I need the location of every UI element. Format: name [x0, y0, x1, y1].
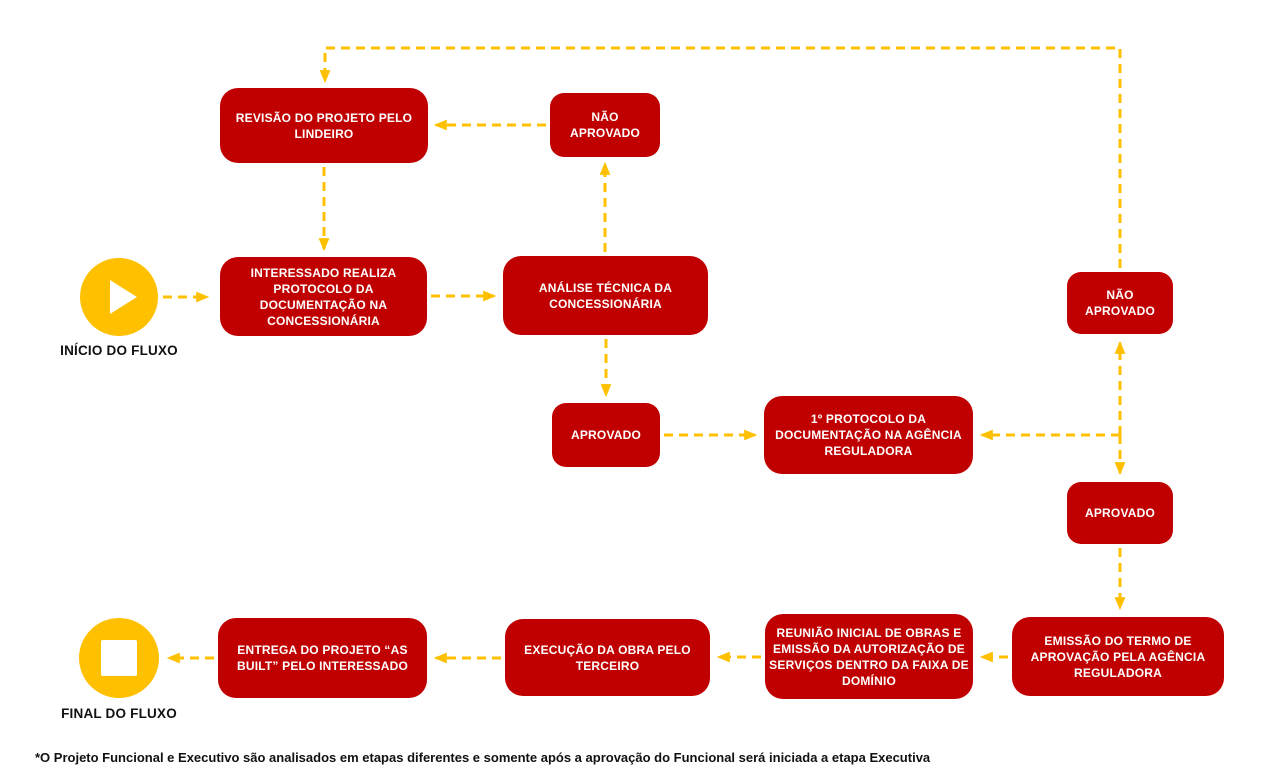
start-terminal [80, 258, 158, 336]
node-nao-aprovado-concessionaria: NÃO APROVADO [550, 93, 660, 157]
start-label: INÍCIO DO FLUXO [60, 343, 178, 358]
node-revisao-projeto-lindeiro: REVISÃO DO PROJETO PELO LINDEIRO [220, 88, 428, 163]
end-label: FINAL DO FLUXO [61, 706, 177, 721]
node-emissao-termo: EMISSÃO DO TERMO DE APROVAÇÃO PELA AGÊNC… [1012, 617, 1224, 696]
node-reuniao-inicial: REUNIÃO INICIAL DE OBRAS E EMISSÃO DA AU… [765, 614, 973, 699]
node-primeiro-protocolo-agencia: 1º PROTOCOLO DA DOCUMENTAÇÃO NA AGÊNCIA … [764, 396, 973, 474]
node-aprovado-concessionaria: APROVADO [552, 403, 660, 467]
play-icon [110, 280, 137, 314]
edge-nao-aprovado-agencia-to-revisao-loop [319, 46, 1122, 268]
node-analise-tecnica: ANÁLISE TÉCNICA DA CONCESSIONÁRIA [503, 256, 708, 335]
node-execucao-obra: EXECUÇÃO DA OBRA PELO TERCEIRO [505, 619, 710, 696]
stop-icon [101, 640, 137, 676]
end-terminal [79, 618, 159, 698]
node-entrega-as-built: ENTREGA DO PROJETO “AS BUILT” PELO INTER… [218, 618, 427, 698]
node-interessado-protocolo: INTERESSADO REALIZA PROTOCOLO DA DOCUMEN… [220, 257, 427, 336]
node-aprovado-agencia: APROVADO [1067, 482, 1173, 544]
footnote: *O Projeto Funcional e Executivo são ana… [35, 750, 931, 765]
node-nao-aprovado-agencia: NÃO APROVADO [1067, 272, 1173, 334]
